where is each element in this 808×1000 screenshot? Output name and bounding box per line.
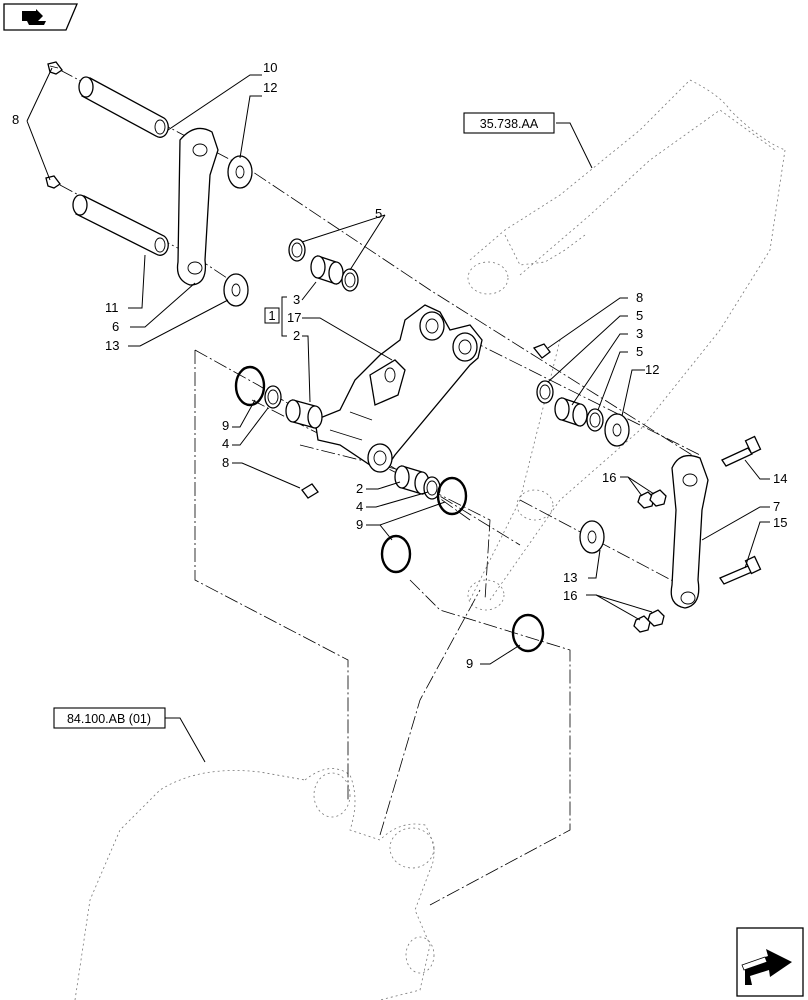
bushing (310, 255, 344, 285)
shim (288, 238, 306, 262)
callout: 15 (773, 515, 787, 530)
grease-nipple (532, 343, 551, 359)
callout: 4 (222, 436, 229, 451)
pin-lower (72, 194, 169, 256)
washer (579, 520, 605, 554)
callout: 10 (263, 60, 277, 75)
boom-ref-label: 35.738.AA (480, 117, 539, 131)
link-right (670, 454, 709, 609)
o-ring (436, 476, 468, 516)
callout: 12 (263, 80, 277, 95)
bucket-outline (74, 768, 435, 1000)
pin-upper (78, 76, 169, 138)
grease-nipple (301, 483, 319, 499)
callout: 3 (636, 326, 643, 341)
callout-numbers: 10 12 8 5 3 17 2 11 6 13 9 4 8 2 4 9 8 5… (12, 60, 787, 671)
washer (223, 273, 249, 307)
washer (227, 155, 253, 189)
seal (264, 385, 282, 409)
bolt (721, 435, 762, 467)
bolt (719, 555, 762, 585)
boom-ref-box[interactable]: 35.738.AA (463, 112, 555, 134)
kit-ref-label: 1 (268, 308, 275, 323)
callout: 14 (773, 471, 787, 486)
callout: 7 (773, 499, 780, 514)
bucket-ref-label: 84.100.AB (01) (67, 712, 151, 726)
callout: 4 (356, 499, 363, 514)
shim (586, 408, 604, 432)
leader-lines (26, 67, 770, 763)
callout: 6 (112, 319, 119, 334)
callout: 9 (356, 517, 363, 532)
callout: 16 (563, 588, 577, 603)
callout: 16 (602, 470, 616, 485)
callout: 17 (287, 310, 301, 325)
callout: 8 (12, 112, 19, 127)
callout: 13 (563, 570, 577, 585)
washer (604, 413, 630, 447)
callout: 5 (636, 344, 643, 359)
assembly-axes (59, 69, 701, 906)
bushing (554, 397, 588, 427)
callout: 8 (636, 290, 643, 305)
o-ring (234, 365, 266, 407)
link-left (176, 127, 219, 286)
callout: 3 (293, 292, 300, 307)
callout: 5 (636, 308, 643, 323)
grease-nipple (47, 61, 63, 75)
kit-ref-box: 1 (264, 307, 280, 324)
next-page-arrow-icon[interactable] (736, 927, 804, 997)
callout: 9 (222, 418, 229, 433)
boom-outline (467, 79, 786, 611)
callout: 12 (645, 362, 659, 377)
book-nav-icon[interactable] (3, 3, 78, 31)
grease-nipple (45, 175, 61, 189)
bucket-ref-box[interactable]: 84.100.AB (01) (53, 707, 166, 729)
callout: 13 (105, 338, 119, 353)
o-ring (380, 534, 412, 574)
callout: 11 (105, 300, 119, 315)
callout: 5 (375, 206, 382, 221)
bushing (285, 399, 323, 429)
shim (341, 268, 359, 292)
callout: 8 (222, 455, 229, 470)
callout: 2 (293, 328, 300, 343)
shim (536, 380, 554, 404)
callout: 2 (356, 481, 363, 496)
callout: 9 (466, 656, 473, 671)
bucket-link (314, 304, 483, 473)
o-ring (511, 613, 545, 653)
nut (633, 609, 665, 633)
